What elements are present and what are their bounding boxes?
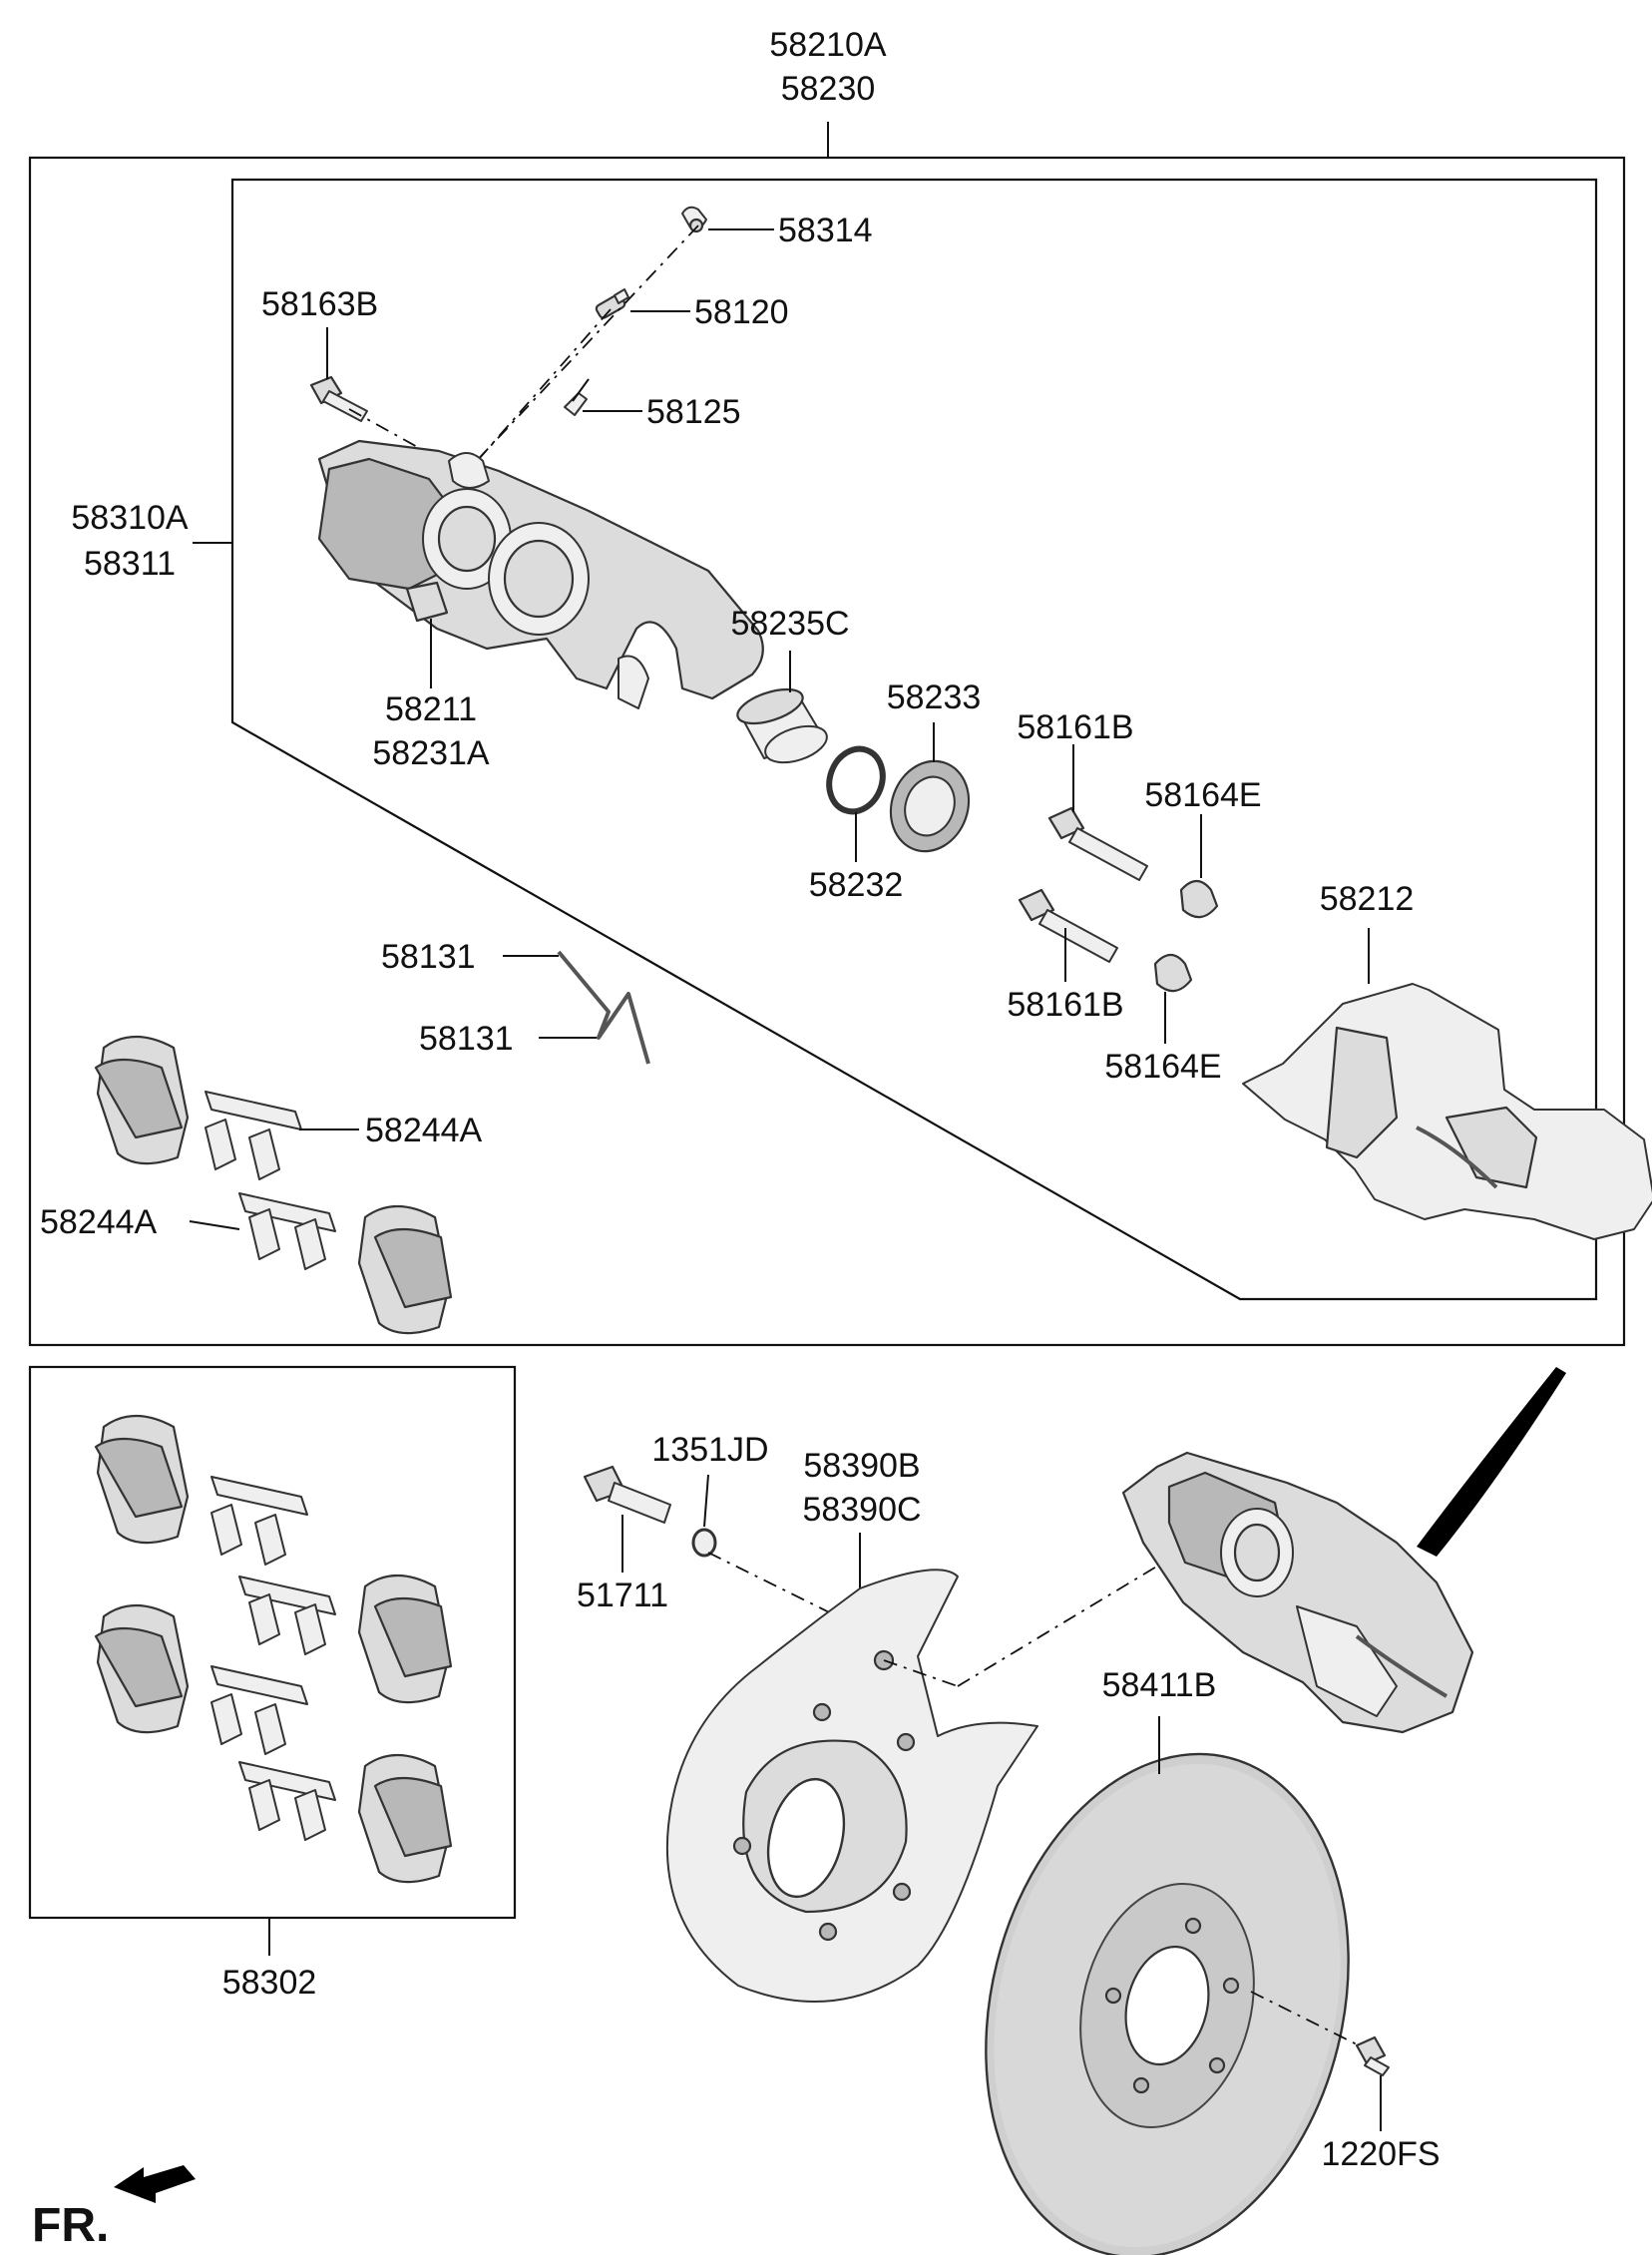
guide-pin-58161B-top <box>1047 806 1148 881</box>
label-1351JD: 1351JD <box>651 1431 768 1469</box>
label-58163B: 58163B <box>261 285 378 323</box>
caliper-assembly <box>1121 1451 1474 1734</box>
label-58131-a: 58131 <box>381 938 476 976</box>
shim-58244A-b <box>238 1192 336 1270</box>
label-58233: 58233 <box>887 678 982 716</box>
label-58161B-top: 58161B <box>1017 708 1133 746</box>
label-58131-b: 58131 <box>419 1020 514 1058</box>
brake-pad-right-1 <box>357 1205 453 1335</box>
label-58210A: 58210A <box>769 26 887 64</box>
guide-boot-58164E-bot <box>1153 953 1193 993</box>
outer-frame <box>28 122 1626 1347</box>
carrier-58212 <box>1242 983 1652 1240</box>
pad-kit-58302 <box>94 1415 453 1884</box>
label-58244A-a: 58244A <box>365 1112 483 1149</box>
brake-disc-58411B <box>985 1752 1350 2255</box>
label-58314: 58314 <box>778 212 873 249</box>
label-58310A: 58310A <box>71 499 189 537</box>
label-58390C: 58390C <box>802 1491 921 1529</box>
bleeder-screw-58120 <box>595 288 629 319</box>
label-58311: 58311 <box>84 545 176 583</box>
label-58302: 58302 <box>222 1964 317 2002</box>
label-58212: 58212 <box>1320 880 1415 918</box>
dust-shield-58390B <box>665 1569 1038 2003</box>
label-58211: 58211 <box>385 690 477 728</box>
screw-1220FS <box>1355 2035 1390 2076</box>
piston-58235C <box>736 687 828 764</box>
brake-pad-left-1 <box>94 1036 190 1165</box>
bleeder-cap-58314 <box>681 206 707 233</box>
front-arrow-icon <box>114 2165 196 2203</box>
caliper-body-58211 <box>317 439 764 709</box>
anti-rattle-wire-58131 <box>557 950 650 1065</box>
pin-58125 <box>564 378 590 416</box>
boot-58233 <box>889 759 971 853</box>
bolt-51711 <box>583 1465 671 1524</box>
label-58411B: 58411B <box>1102 1666 1217 1704</box>
label-58244A-b: 58244A <box>40 1203 158 1241</box>
label-58164E-bot: 58164E <box>1104 1048 1221 1086</box>
label-58235C: 58235C <box>730 605 849 643</box>
label-58231A: 58231A <box>372 734 490 772</box>
label-58390B: 58390B <box>803 1447 920 1485</box>
label-58125: 58125 <box>646 393 741 431</box>
guide-boot-58164E-top <box>1179 879 1219 919</box>
label-58120: 58120 <box>694 293 789 331</box>
label-58161B-bot: 58161B <box>1007 986 1123 1024</box>
label-58232: 58232 <box>809 866 904 904</box>
label-51711: 51711 <box>577 1577 668 1614</box>
pad-kit-frame <box>28 1365 517 1956</box>
label-58164E-top: 58164E <box>1144 776 1261 814</box>
inner-frame <box>193 178 1598 1301</box>
seal-58232 <box>826 745 886 815</box>
direction-arrow <box>1417 1367 1566 1557</box>
front-label: FR. <box>32 2199 109 2252</box>
guide-pin-58161B-bot <box>1018 888 1118 963</box>
label-58230: 58230 <box>781 70 876 108</box>
shim-58244A-a <box>205 1091 302 1180</box>
washer-1351JD <box>691 1528 717 1558</box>
label-1220FS: 1220FS <box>1321 2135 1440 2173</box>
